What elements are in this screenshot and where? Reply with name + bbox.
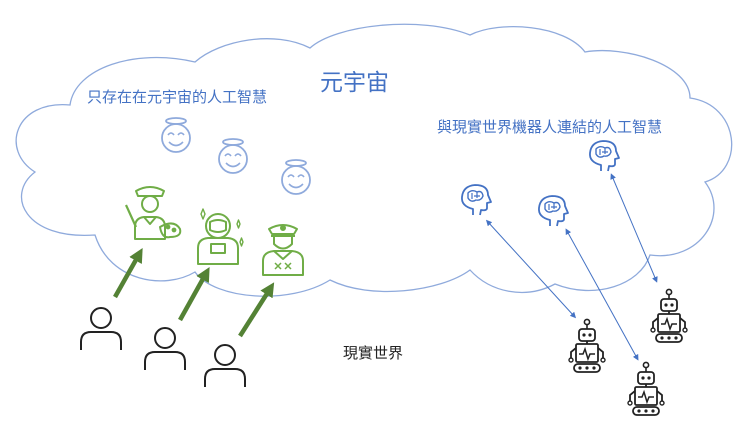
robot-icon — [650, 288, 688, 343]
painter-avatar-icon — [124, 186, 182, 240]
person-icon — [80, 307, 122, 351]
ai-head-icon — [461, 184, 492, 216]
person-to-astronaut-arrow — [178, 266, 210, 322]
metaverse-cloud — [15, 23, 733, 297]
smiling-face-with-halo-icon — [281, 159, 311, 195]
metaverse-title: 元宇宙 — [320, 70, 389, 96]
real-world-label: 現實世界 — [343, 344, 404, 362]
smiling-face-with-halo-icon — [218, 138, 248, 174]
person-to-police-arrow — [238, 282, 275, 338]
smiling-face-with-halo-icon — [161, 117, 191, 153]
real-connected-ai-label: 與現實世界機器人連結的人工智慧 — [437, 118, 663, 136]
robot-icon — [568, 318, 606, 373]
person-to-painter-arrow — [113, 247, 143, 299]
ai-head-icon — [589, 140, 620, 172]
robot-icon — [627, 361, 665, 416]
person-icon — [144, 327, 186, 371]
ai-head-icon — [538, 195, 569, 227]
metaverse-only-ai-label: 只存在在元宇宙的人工智慧 — [87, 88, 268, 106]
ai-robot-link — [610, 173, 658, 283]
ai-robot-link — [485, 219, 577, 319]
police-officer-avatar-icon — [262, 224, 304, 276]
astronaut-avatar-icon — [197, 208, 244, 265]
ai-robot-link — [565, 228, 639, 361]
person-icon — [204, 344, 246, 388]
